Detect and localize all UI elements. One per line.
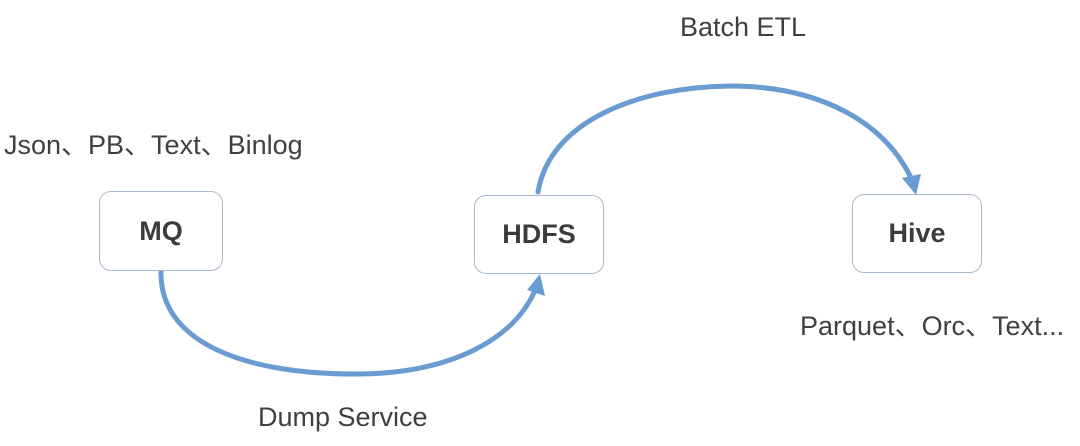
batch-etl-arrow [535,83,915,195]
hive-node-label: Hive [888,218,946,248]
mq-node: MQ [99,191,223,271]
hive-formats-label: Parquet、Orc、Text... [800,311,1065,341]
dump-service-arrowhead [527,274,545,296]
dump-service-label: Dump Service [258,402,428,432]
hdfs-node-label: HDFS [502,219,576,249]
batch-etl-arrowhead [902,174,921,195]
mq-node-label: MQ [139,215,183,246]
batch-etl-label: Batch ETL [680,12,807,42]
hive-node: Hive [852,194,982,273]
hdfs-node: HDFS [474,195,604,274]
mq-formats-label: Json、PB、Text、Binlog [4,130,303,160]
dump-service-arrow [158,269,539,377]
